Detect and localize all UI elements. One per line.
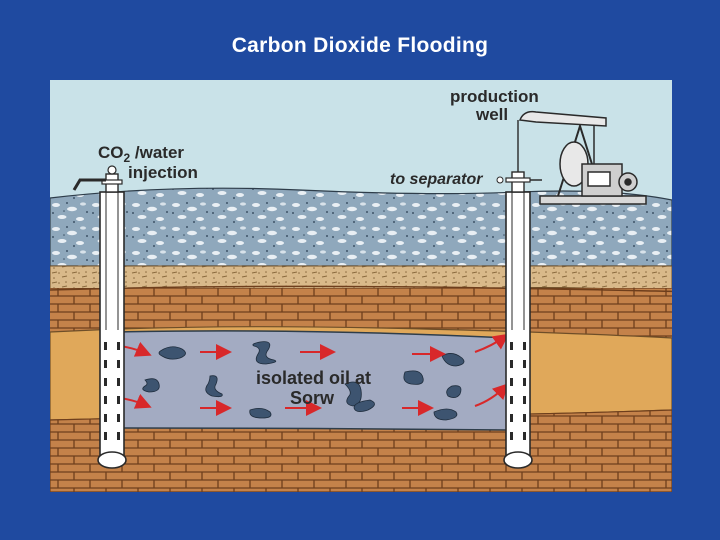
injection-label-line2: injection: [128, 163, 198, 182]
isolated-oil-blobs: [142, 341, 465, 421]
injection-label-line1: CO2 /water: [98, 143, 184, 165]
oil-label-line2: Sorw: [290, 388, 335, 408]
production-label-line1: production: [450, 87, 539, 106]
slide-title: Carbon Dioxide Flooding: [231, 34, 489, 57]
production-label-line2: well: [475, 105, 508, 124]
pump-jack: [518, 110, 647, 205]
oil-label-line1: isolated oil at: [256, 368, 371, 388]
injection-well: [72, 165, 127, 469]
separator-label: to separator: [390, 171, 483, 188]
production-well: [496, 120, 542, 469]
co2-flooding-diagram: CO2 /water injection production well to …: [50, 80, 672, 492]
